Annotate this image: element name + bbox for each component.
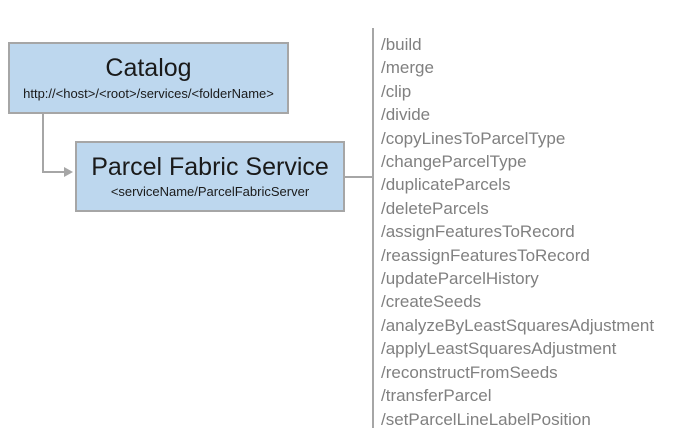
- catalog-url-template: http://<host>/<root>/services/<folderNam…: [23, 85, 274, 101]
- operation-item: /copyLinesToParcelType: [381, 128, 566, 148]
- connector-service-horizontal: [345, 176, 372, 178]
- operations-list: /build/merge/clip/divide/copyLinesToParc…: [381, 33, 681, 431]
- operation-item: /merge: [381, 58, 434, 78]
- service-url-template: <serviceName/ParcelFabricServer: [110, 184, 310, 200]
- operation-item: /transferParcel: [381, 386, 492, 406]
- catalog-node: Catalog http://<host>/<root>/services/<f…: [8, 42, 289, 114]
- operation-item: /clip: [381, 81, 412, 101]
- parcel-fabric-service-node: Parcel Fabric Service <serviceName/Parce…: [75, 141, 345, 212]
- operation-item: /divide: [381, 105, 431, 125]
- connector-catalog-horizontal: [42, 171, 65, 173]
- service-title: Parcel Fabric Service: [91, 152, 329, 181]
- operation-item: /changeParcelType: [381, 152, 527, 172]
- catalog-title: Catalog: [105, 54, 192, 83]
- operation-item: /applyLeastSquaresAdjustment: [381, 339, 617, 359]
- operation-item: /createSeeds: [381, 292, 482, 312]
- operation-item: /deleteParcels: [381, 198, 489, 218]
- operation-item: /updateParcelHistory: [381, 269, 539, 289]
- operation-item: /duplicateParcels: [381, 175, 511, 195]
- operation-item: /reassignFeaturesToRecord: [381, 245, 590, 265]
- connector-catalog-vertical: [42, 113, 44, 173]
- operation-item: /reconstructFromSeeds: [381, 362, 558, 382]
- operation-item: /analyzeByLeastSquaresAdjustment: [381, 315, 655, 335]
- operations-divider-line: [372, 28, 374, 428]
- operation-item: /setParcelLineLabelPosition: [381, 409, 591, 429]
- operation-item: /assignFeaturesToRecord: [381, 222, 575, 242]
- arrowhead-icon: [64, 167, 73, 177]
- operation-item: /build: [381, 35, 422, 54]
